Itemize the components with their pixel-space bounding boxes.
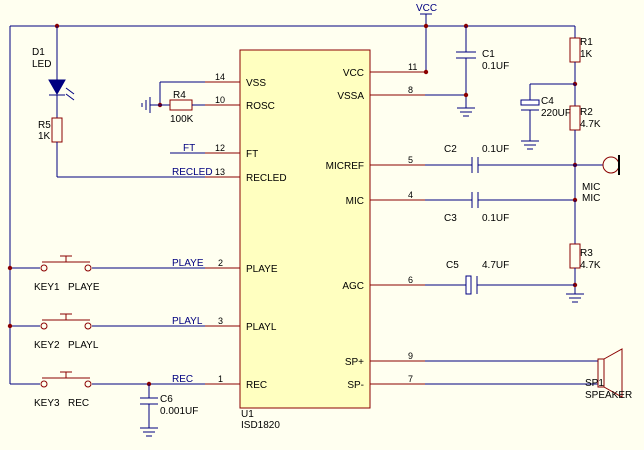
c5-value: 4.7UF xyxy=(482,260,509,271)
vcc-label: VCC xyxy=(416,3,437,14)
pin-name-vcc: VCC xyxy=(343,68,364,79)
pin-number-vssa: 8 xyxy=(408,85,413,95)
capacitor-c4 xyxy=(520,83,575,150)
c1-value: 0.1UF xyxy=(482,61,509,72)
c2-ref: C2 xyxy=(444,144,457,155)
pin-number-playe: 2 xyxy=(218,258,223,268)
pin-number-spn: 7 xyxy=(408,374,413,384)
r4-ref: R4 xyxy=(173,90,186,101)
pin-name-agc: AGC xyxy=(342,281,364,292)
r3-value: 4.7K xyxy=(580,260,601,271)
capacitor-c6 xyxy=(140,381,158,437)
c6-value: 0.001UF xyxy=(160,406,198,417)
net-rec: REC xyxy=(172,374,193,385)
d1-ref: D1 xyxy=(32,47,45,58)
r2-value: 4.7K xyxy=(580,119,601,130)
pin-number-rec: 1 xyxy=(218,374,223,384)
speaker-icon xyxy=(425,348,623,398)
pin-name-rec: REC xyxy=(246,380,267,391)
ic-part: ISD1820 xyxy=(241,420,280,431)
r5-value: 1K xyxy=(38,131,51,142)
pin-number-vcc: 11 xyxy=(408,62,417,72)
key3-ref: KEY3 xyxy=(34,398,60,409)
pin-number-rosc: 10 xyxy=(215,95,225,105)
c3-ref: C3 xyxy=(444,213,457,224)
pin-name-spp: SP+ xyxy=(345,357,364,368)
r4-value: 100K xyxy=(170,114,194,125)
resistor-r5 xyxy=(51,117,205,178)
resistor-r4 xyxy=(169,99,205,111)
pin-name-ft: FT xyxy=(246,149,258,160)
r3-ref: R3 xyxy=(580,248,593,259)
resistor-r1 xyxy=(569,26,581,87)
c2-value: 0.1UF xyxy=(482,144,509,155)
sp1-value: SPEAKER xyxy=(585,390,632,401)
sp1-ref: SP1 xyxy=(585,378,604,389)
capacitor-c1 xyxy=(425,26,476,117)
microphone-icon xyxy=(574,155,620,200)
pin-number-vss: 14 xyxy=(215,72,225,82)
r2-ref: R2 xyxy=(580,107,593,118)
pin-number-playl: 3 xyxy=(218,316,223,326)
pin-name-vss: VSS xyxy=(246,78,266,89)
key2-ref: KEY2 xyxy=(34,340,60,351)
pin-number-micref: 5 xyxy=(408,155,413,165)
led-d1 xyxy=(48,26,75,118)
capacitor-c2 xyxy=(425,157,603,173)
switch-key2 xyxy=(10,313,205,330)
pin-name-mic: MIC xyxy=(346,196,364,207)
pin-number-ft: 12 xyxy=(215,143,225,153)
net-playl: PLAYL xyxy=(172,316,203,327)
pin-number-agc: 6 xyxy=(408,275,413,285)
mic-value: MIC xyxy=(582,193,600,204)
pin-number-spp: 9 xyxy=(408,351,413,361)
ic-left-pins xyxy=(205,81,240,385)
capacitor-c3 xyxy=(425,192,578,244)
net-playe: PLAYE xyxy=(172,258,204,269)
vss-ground xyxy=(141,81,205,113)
key3-value: REC xyxy=(68,398,89,409)
pin-name-spn: SP- xyxy=(347,380,364,391)
pin-name-playe: PLAYE xyxy=(246,264,278,275)
key1-ref: KEY1 xyxy=(34,282,60,293)
ic-right-pins xyxy=(370,71,425,385)
key2-value: PLAYL xyxy=(68,340,99,351)
pin-name-rosc: ROSC xyxy=(246,101,275,112)
net-recled: RECLED xyxy=(172,167,213,178)
c4-value: 220UF xyxy=(541,108,571,119)
r1-value: 1K xyxy=(580,49,593,60)
resistor-r2 xyxy=(569,84,581,168)
d1-value: LED xyxy=(32,59,51,70)
r5-ref: R5 xyxy=(38,120,51,131)
c5-ref: C5 xyxy=(446,260,459,271)
pin-number-recled: 13 xyxy=(215,167,225,177)
key1-value: PLAYE xyxy=(68,282,100,293)
mic-ref: MIC xyxy=(582,182,600,193)
switch-key1 xyxy=(10,255,205,272)
pin-name-playl: PLAYL xyxy=(246,322,277,333)
ic-body xyxy=(239,49,371,409)
pin-name-micref: MICREF xyxy=(326,161,364,172)
net-ft: FT xyxy=(183,143,195,154)
pin-number-mic: 4 xyxy=(408,190,413,200)
pin-name-recled: RECLED xyxy=(246,173,287,184)
pin-name-vssa: VSSA xyxy=(337,91,364,102)
c1-ref: C1 xyxy=(482,49,495,60)
c6-ref: C6 xyxy=(160,394,173,405)
capacitor-c5 xyxy=(425,275,575,295)
c3-value: 0.1UF xyxy=(482,213,509,224)
r1-ref: R1 xyxy=(580,37,593,48)
c4-ref: C4 xyxy=(541,96,554,107)
ic-ref: U1 xyxy=(241,409,254,420)
